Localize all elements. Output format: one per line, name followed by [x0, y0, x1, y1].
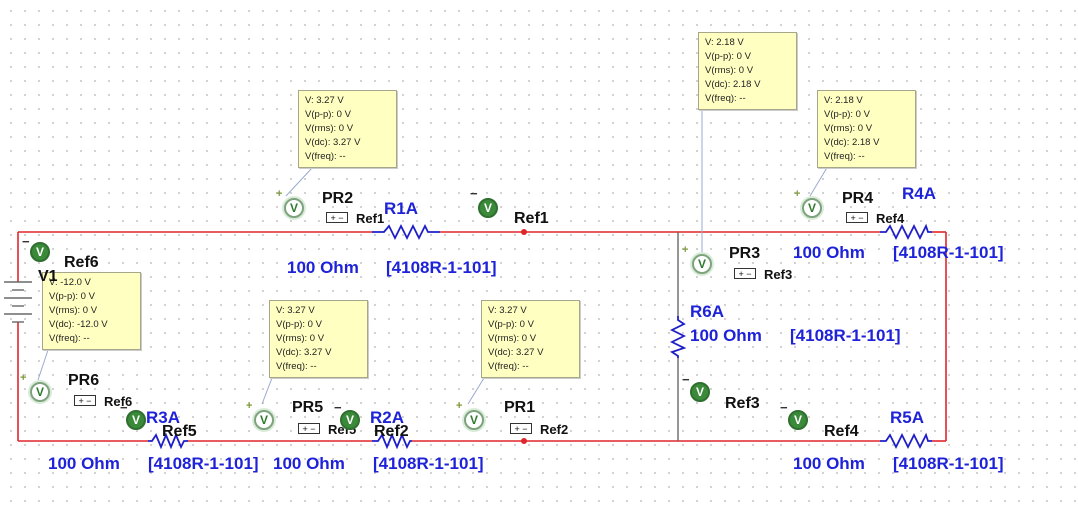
junction-bottom[interactable] [521, 438, 527, 444]
probe-pr2-icon[interactable]: V [284, 198, 304, 218]
probe-pr6-icon[interactable]: V [30, 382, 50, 402]
lead-pr1 [467, 377, 485, 405]
resistor-r3a-name: R3A [146, 408, 181, 427]
lead-pr5 [261, 377, 273, 405]
resistor-r1a-name: R1A [384, 199, 419, 218]
ground-ref4-icon[interactable]: V [788, 410, 808, 430]
probe-pr2-polarity-icon: + − [326, 212, 348, 223]
probe-pr1-label: PR1 [504, 399, 536, 416]
probe-pr2-plus-icon: + [276, 188, 283, 200]
resistor-r3a-symbol[interactable] [148, 432, 188, 450]
resistor-r1a-symbol[interactable] [372, 223, 440, 241]
resistor-r5a-value: 100 Ohm [793, 454, 865, 473]
resistor-r1a-model: [4108R-1-101] [386, 258, 497, 277]
probe-pr3-icon[interactable]: V [692, 254, 712, 274]
ref3-minus-icon: − [682, 372, 690, 387]
resistor-r6a-symbol[interactable] [669, 316, 687, 358]
resistor-r4a-symbol[interactable] [880, 223, 932, 241]
ref5-minus-icon: − [120, 400, 128, 415]
ground-ref1-label: Ref1 [514, 210, 549, 227]
resistor-r5a-name: R5A [890, 408, 925, 427]
battery-v1-symbol[interactable] [4, 281, 32, 323]
ground-ref2-icon[interactable]: V [340, 410, 360, 430]
ground-ref3-icon[interactable]: V [690, 382, 710, 402]
ref2-minus-icon: − [334, 400, 342, 415]
probe-pr1-plus-icon: + [456, 400, 463, 412]
ref1-minus-icon: − [470, 186, 478, 201]
probe-pr4-label: PR4 [842, 190, 874, 207]
resistor-r2a-name: R2A [370, 408, 405, 427]
probe-pr3-ref: Ref3 [764, 267, 793, 282]
resistor-r4a-value: 100 Ohm [793, 243, 865, 262]
ground-ref3-label: Ref3 [725, 395, 760, 412]
ground-ref6-label: Ref6 [64, 254, 99, 271]
junction-top[interactable] [521, 229, 527, 235]
probe-pr4-ref: Ref4 [876, 211, 905, 226]
ground-ref6-icon[interactable]: V [30, 242, 50, 262]
resistor-r6a-name: R6A [690, 302, 725, 321]
resistor-r4a-name: R4A [902, 184, 937, 203]
probe-pr5-icon[interactable]: V [254, 410, 274, 430]
probe-pr3-label: PR3 [729, 245, 761, 262]
probe-pr3-plus-icon: + [682, 244, 689, 256]
source-v1-label: V1 [38, 268, 58, 285]
resistor-r2a-symbol[interactable] [372, 432, 412, 450]
ground-ref2-label: Ref2 [374, 423, 409, 440]
resistor-r5a-model: [4108R-1-101] [893, 454, 1004, 473]
ground-ref5-icon[interactable]: V [126, 410, 146, 430]
resistor-r6a-value: 100 Ohm [690, 326, 762, 345]
resistor-r2a-model: [4108R-1-101] [373, 454, 484, 473]
ref6-minus-icon: − [22, 234, 30, 249]
lead-pr2 [285, 167, 313, 197]
probe-pr5-label: PR5 [292, 399, 324, 416]
probe-pr1-ref: Ref2 [540, 422, 569, 437]
probe-pr2-ref: Ref1 [356, 211, 385, 226]
probe-pr5-polarity-icon: + − [298, 423, 320, 434]
resistor-r5a-symbol[interactable] [880, 432, 932, 450]
ground-ref1-icon[interactable]: V [478, 198, 498, 218]
probe-pr6-polarity-icon: + − [74, 395, 96, 406]
ground-ref4-label: Ref4 [824, 423, 859, 440]
probe-pr6-plus-icon: + [20, 372, 27, 384]
resistor-r4a-model: [4108R-1-101] [893, 243, 1004, 262]
resistor-r3a-value: 100 Ohm [48, 454, 120, 473]
probe-pr2-label: PR2 [322, 190, 354, 207]
resistor-r6a-model: [4108R-1-101] [790, 326, 901, 345]
probe-pr3-polarity-icon: + − [734, 268, 756, 279]
probe-pr5-plus-icon: + [246, 400, 253, 412]
resistor-r3a-model: [4108R-1-101] [148, 454, 259, 473]
probe-pr4-polarity-icon: + − [846, 212, 868, 223]
resistor-r1a-value: 100 Ohm [287, 258, 359, 277]
lead-pr4 [809, 165, 829, 197]
probe-pr6-ref: Ref6 [104, 394, 133, 409]
ground-ref5-label: Ref5 [162, 423, 197, 440]
lead-pr6 [37, 349, 49, 381]
probe-pr1-icon[interactable]: V [464, 410, 484, 430]
ref4-minus-icon: − [780, 400, 788, 415]
probe-pr4-icon[interactable]: V [802, 198, 822, 218]
probe-pr6-label: PR6 [68, 372, 100, 389]
resistor-r2a-value: 100 Ohm [273, 454, 345, 473]
probe-pr1-polarity-icon: + − [510, 423, 532, 434]
probe-pr4-plus-icon: + [794, 188, 801, 200]
